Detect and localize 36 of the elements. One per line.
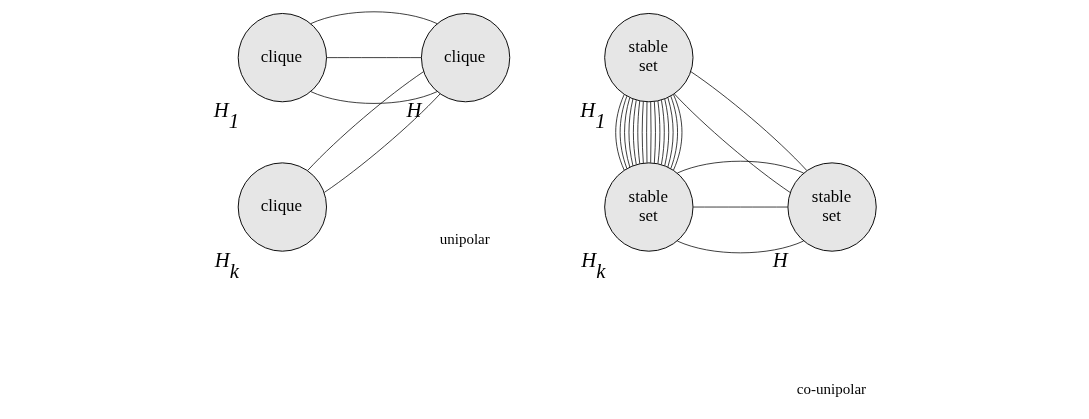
connector <box>323 93 440 193</box>
connector <box>325 57 422 58</box>
node-circle: clique <box>237 162 327 252</box>
connector <box>641 101 644 164</box>
node-circle: stable set <box>603 13 693 103</box>
connector <box>669 95 678 169</box>
connector <box>653 101 656 164</box>
connector <box>663 98 669 166</box>
connector <box>690 71 807 171</box>
node-circle: stable set <box>603 162 693 252</box>
node-circle: clique <box>420 13 510 103</box>
connector <box>632 99 637 165</box>
connector <box>309 11 438 24</box>
node-circle: clique <box>237 13 327 103</box>
connector <box>623 97 630 168</box>
connector <box>309 91 438 104</box>
connector <box>676 240 804 254</box>
connector <box>667 97 673 168</box>
connector <box>636 100 640 164</box>
connector <box>692 206 788 208</box>
connector <box>660 99 665 165</box>
connector <box>676 160 804 174</box>
node-label: H <box>772 248 788 271</box>
connector <box>614 94 625 171</box>
connector <box>672 94 682 171</box>
connector <box>306 71 424 171</box>
connector <box>628 98 633 166</box>
connector <box>649 101 651 164</box>
node-circle: stable set <box>786 162 877 252</box>
label: unipolar <box>439 231 490 248</box>
node-label: H <box>405 99 421 122</box>
connector <box>657 100 660 164</box>
connector <box>645 101 647 164</box>
connector <box>673 93 790 193</box>
label: co-unipolar <box>796 380 866 397</box>
connector <box>619 95 627 169</box>
